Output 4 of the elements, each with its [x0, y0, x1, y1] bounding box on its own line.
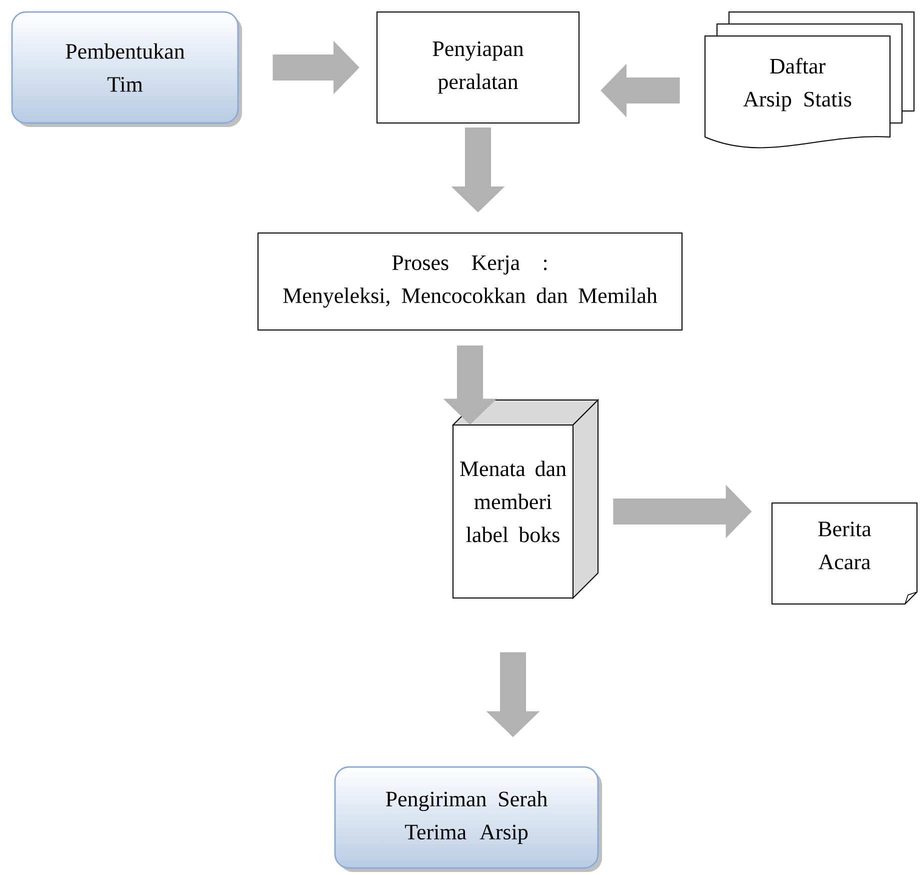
- process-box: Penyiapan peralatan: [376, 12, 580, 124]
- process-box: Proses Kerja : Menyeleksi, Mencocokkan dan Memilah: [258, 232, 682, 330]
- rounded-box: Pengiriman Serah Terima Arsip: [334, 766, 602, 872]
- rounded-box: Pembentukan Tim: [11, 11, 242, 127]
